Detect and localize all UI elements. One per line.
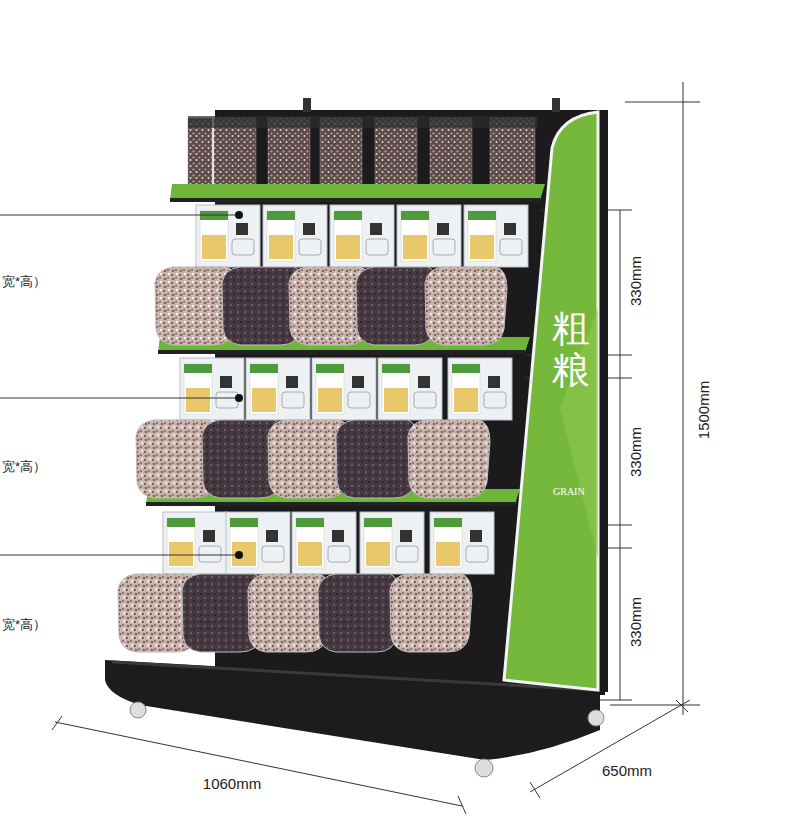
dimension-label: 650mm (600, 763, 654, 780)
dimension-label: 1060mm (201, 776, 263, 793)
panel-title: 粗粮 (552, 308, 590, 392)
panel-shape (500, 108, 612, 698)
spec-note: 宽*高） (2, 460, 46, 474)
spec-note: 宽*高） (2, 618, 46, 632)
panel-subtitle: GRAIN (553, 486, 585, 497)
dimension-label: 330mm (628, 425, 645, 479)
spec-note: 宽*高） (2, 275, 46, 289)
dimension-label: 330mm (628, 254, 645, 308)
side-panel: 粗粮 GRAIN (500, 108, 612, 698)
dimension-label: 1500mm (696, 379, 713, 441)
dimension-label: 330mm (628, 595, 645, 649)
